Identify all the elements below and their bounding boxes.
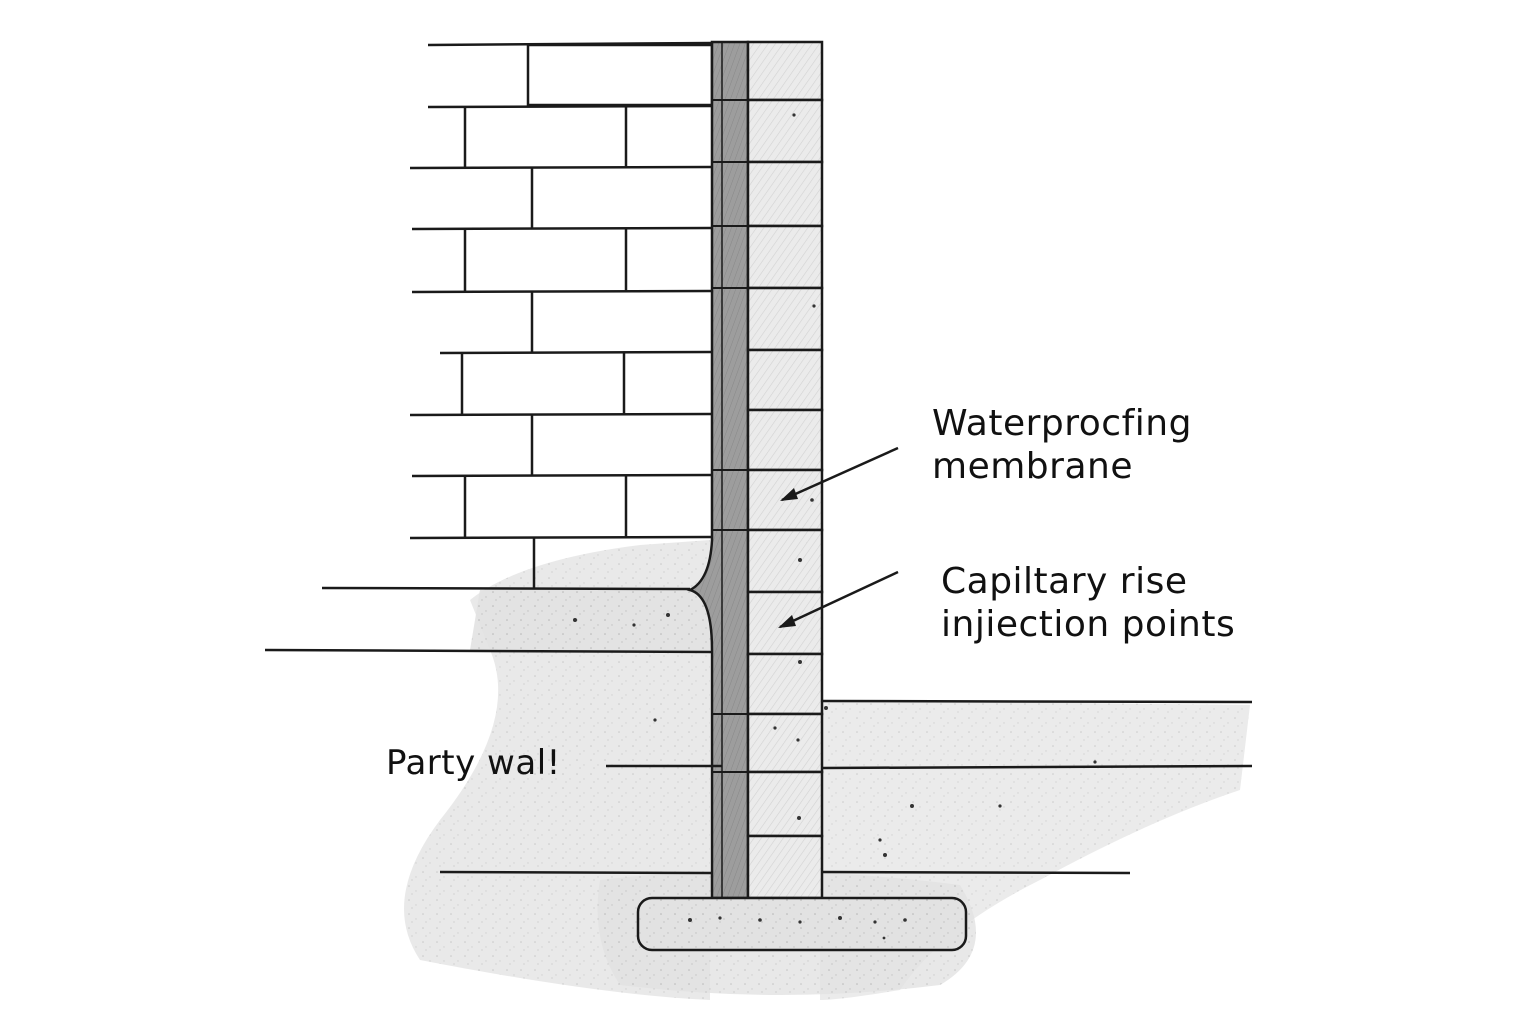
capillary-label-line2: injiection points: [941, 604, 1236, 646]
ground-lines-left: [264, 586, 717, 875]
capillary-arrow: [778, 570, 899, 629]
party-wall-label: Party wal!: [386, 743, 561, 783]
membrane-course-lines: [712, 99, 748, 773]
soil-speckles: [573, 113, 1097, 857]
capillary-rise-label: Capiltary rise injiection points: [941, 560, 1235, 646]
membrane-label-line1: Waterprocfing: [932, 403, 1192, 444]
membrane-arrow: [780, 446, 899, 502]
membrane-label-line2: membrane: [932, 446, 1133, 488]
brick-wall: [409, 41, 714, 588]
capillary-label-line1: Capiltary rise: [941, 561, 1188, 602]
block-column: [746, 40, 824, 900]
waterproofing-membrane-label: Waterprocfing membrane: [932, 402, 1192, 488]
concrete-footing: [636, 896, 968, 952]
ground-lines-right: [821, 699, 1253, 875]
